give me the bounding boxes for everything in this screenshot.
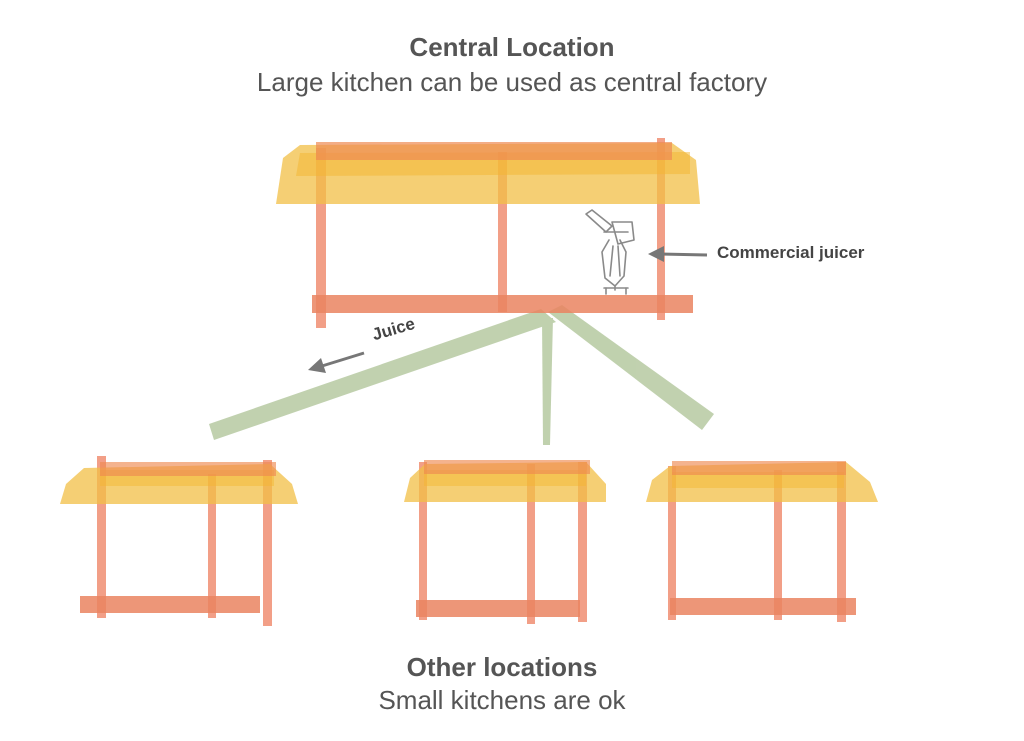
central-title: Central Location <box>409 32 615 62</box>
central-kitchen <box>276 138 700 328</box>
juicer-arrow <box>648 246 708 262</box>
others-subtitle: Small kitchens are ok <box>378 685 626 715</box>
small-kitchen-left <box>60 456 298 626</box>
juicer-label: Commercial juicer <box>717 243 865 262</box>
small-kitchen-middle <box>404 460 606 624</box>
flow-line-right <box>548 305 714 430</box>
flow-line-middle <box>542 318 553 445</box>
flow-line-left <box>209 309 556 440</box>
central-subtitle: Large kitchen can be used as central fac… <box>256 67 768 97</box>
juice-flow-lines <box>209 305 714 445</box>
small-kitchen-right <box>646 461 878 622</box>
central-heading: Central Location Large kitchen can be us… <box>0 32 1024 98</box>
juice-arrow <box>308 351 365 373</box>
others-title: Other locations <box>406 652 598 682</box>
others-heading: Other locations Small kitchens are ok <box>0 652 1004 716</box>
commercial-juicer-icon <box>585 209 635 295</box>
central-floor <box>312 295 693 313</box>
